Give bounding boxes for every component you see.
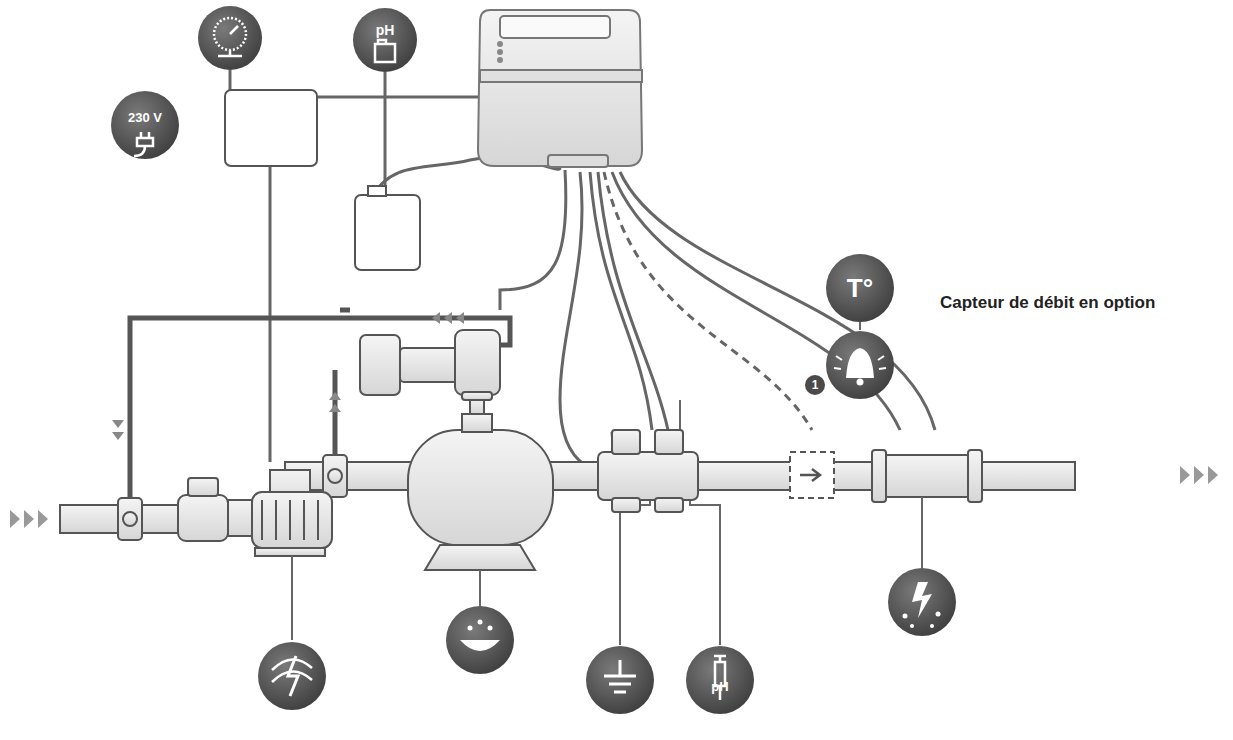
- icon-circle: [353, 8, 417, 72]
- chlorinator-controller: [478, 10, 642, 167]
- temperature-icon: T°: [826, 254, 894, 322]
- flow-arrows: [112, 312, 464, 440]
- icon-text: pH: [376, 22, 395, 38]
- flow-arrows: [10, 466, 1218, 528]
- icon-text: pH: [711, 679, 728, 694]
- flow-sensor: [790, 452, 834, 498]
- icon-circle: [353, 8, 417, 72]
- pump: [178, 478, 332, 556]
- icon-text: T°: [847, 273, 873, 304]
- acid-container: [355, 186, 420, 270]
- ground-icon: [586, 646, 654, 714]
- sand-filter: [408, 392, 553, 570]
- switch-box: [225, 90, 317, 166]
- gauge-icon: [198, 6, 262, 70]
- icon-symbol: [134, 132, 153, 156]
- probe-holder: [598, 430, 698, 512]
- inlet-valve: [118, 498, 142, 540]
- pump-icon: [258, 556, 326, 710]
- icon-circle: [111, 91, 179, 159]
- icon-circle: [686, 646, 754, 714]
- electrolysis-cell: [872, 450, 982, 502]
- ph-container-icon: pH: [353, 8, 417, 72]
- alarm-icon: [826, 331, 894, 399]
- power-icon: 230 V: [111, 91, 179, 159]
- ph-regulator: [360, 330, 500, 395]
- bypass-valve: [323, 455, 347, 497]
- icon-circle: [826, 254, 894, 322]
- flow-sensor-note: Capteur de débit en option: [940, 293, 1155, 313]
- icon-symbol: [375, 40, 395, 62]
- filter-icon: [446, 570, 514, 674]
- cell-icon: [888, 497, 956, 636]
- ph-probe-icon: pH: [686, 646, 754, 714]
- icon-text: 230 V: [128, 110, 162, 125]
- callout-number: 1: [805, 375, 825, 395]
- icon-circle: [111, 91, 179, 159]
- cables: [230, 70, 935, 645]
